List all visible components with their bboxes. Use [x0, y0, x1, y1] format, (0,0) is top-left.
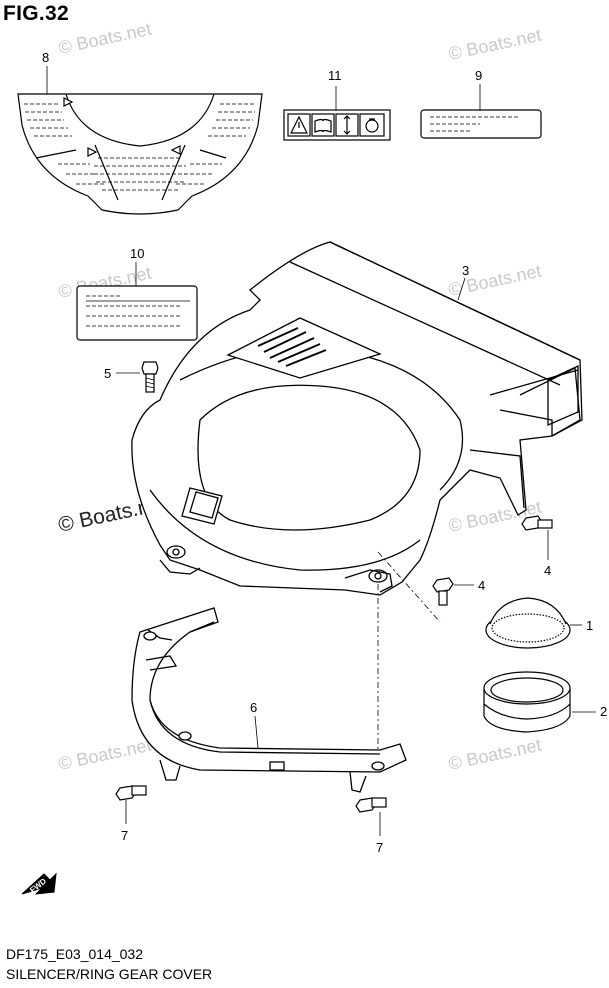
figure-title: FIG.32: [3, 2, 69, 25]
part-3-silencer: [131, 241, 583, 596]
watermark: © Boats.net: [447, 25, 543, 64]
callout-5: 5: [104, 366, 111, 381]
part-9-plate-label: [420, 84, 542, 139]
part-2-grommet: [483, 671, 596, 733]
callout-2: 2: [600, 704, 607, 719]
callout-7b: 7: [376, 840, 383, 855]
watermark: © Boats.net: [57, 19, 153, 58]
part-7-bolt-right: [355, 797, 387, 836]
part-8-fan-label: [17, 66, 263, 215]
section-name: SILENCER/RING GEAR COVER: [6, 966, 213, 982]
callout-7: 7: [121, 828, 128, 843]
part-10-plate-label: [76, 262, 198, 341]
part-5-bolt: [116, 361, 159, 393]
callout-4: 4: [544, 563, 551, 578]
callout-11: 11: [328, 68, 342, 83]
part-4-bolt-center: [432, 577, 474, 606]
watermark: © Boats.net: [57, 735, 153, 774]
callout-1: 1: [586, 618, 593, 633]
part-1-mesh-cap: [485, 597, 582, 649]
callout-4b: 4: [478, 578, 485, 593]
alignment-lines: [377, 551, 441, 760]
forward-direction-badge: FWD: [21, 872, 57, 895]
model-code: DF175_E03_014_032: [6, 946, 144, 962]
part-7-bolt-left: [115, 785, 147, 824]
part-11-warning-label: [283, 86, 391, 141]
part-6-ring-gear-cover: [131, 607, 407, 793]
callout-3: 3: [462, 263, 469, 278]
watermark: © Boats.net: [447, 735, 543, 774]
callout-9: 9: [475, 68, 482, 83]
callout-8: 8: [42, 50, 49, 65]
callout-10: 10: [130, 246, 144, 261]
callout-6: 6: [250, 700, 257, 715]
part-4-bolt-right: [521, 515, 553, 560]
